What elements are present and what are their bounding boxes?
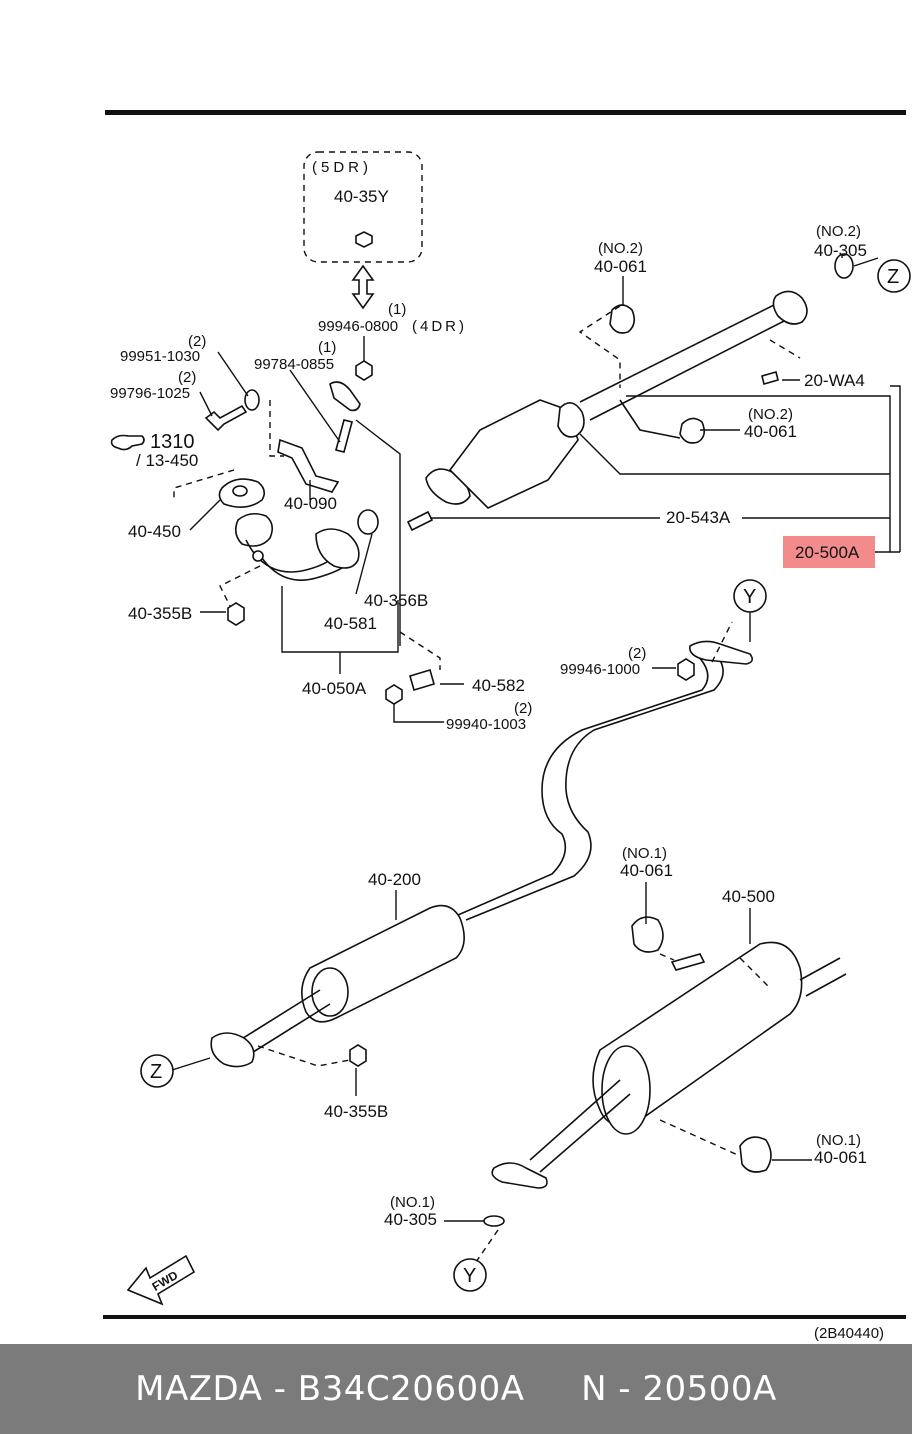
reference-circle-y-top xyxy=(733,579,767,613)
no2-c: (NO.2) xyxy=(748,406,793,423)
label-4dr: (4DR) xyxy=(412,318,467,335)
label-40-582: 40-582 xyxy=(472,676,525,695)
label-40-050a: 40-050A xyxy=(302,679,367,698)
qty-2-a: (2) xyxy=(188,333,206,350)
label-5dr: (5DR) xyxy=(312,159,372,176)
label-40-305-top: 40-305 xyxy=(814,241,867,260)
label-40-355b-bottom: 40-355B xyxy=(324,1102,388,1121)
fwd-arrow-icon xyxy=(126,1254,196,1306)
nut-icon-99940 xyxy=(385,684,403,705)
label-40-061-a: 40-061 xyxy=(594,257,647,276)
reference-circle-z-bottom xyxy=(140,1054,174,1088)
label-40-090: 40-090 xyxy=(284,494,337,513)
label-40-500: 40-500 xyxy=(722,887,775,906)
circle-z-bottom-label: Z xyxy=(150,1061,162,1083)
diagram-code: (2B40440) xyxy=(814,1325,884,1342)
exhaust-system-diagram: (5DR) 40-35Y (1) 99946-0800 (4DR) (2) 99… xyxy=(103,110,911,1342)
circle-z-top-label: Z xyxy=(887,266,899,288)
no2-b: (NO.2) xyxy=(816,223,861,240)
bracket-40-090 xyxy=(277,438,340,493)
washer-icon-99951 xyxy=(244,389,260,411)
label-40-061-c: 40-061 xyxy=(620,861,673,880)
label-99784-0855: 99784-0855 xyxy=(254,356,334,373)
hanger-icon-40-061-a xyxy=(609,304,636,334)
highlight-box-20-500a xyxy=(783,536,875,568)
label-40-305-bottom: 40-305 xyxy=(384,1210,437,1229)
qty-2-d: (2) xyxy=(628,645,646,662)
hanger-icon-40-061-b xyxy=(679,417,706,444)
no2-a: (NO.2) xyxy=(598,240,643,257)
nut-icon-40-355b-top xyxy=(227,602,245,626)
front-pipe-drawing xyxy=(234,509,379,581)
hanger-icon-40-061-d xyxy=(739,1136,772,1173)
nut-icon-40-355b-bottom xyxy=(349,1044,367,1067)
nut-icon-99946-0800 xyxy=(355,360,373,381)
bolt-icon-20-wa4 xyxy=(761,371,779,385)
label-40-581: 40-581 xyxy=(324,614,377,633)
label-20-500a: 20-500A xyxy=(795,543,860,562)
circle-y-bottom-label: Y xyxy=(463,1265,476,1287)
nut-icon-99946-1000 xyxy=(677,658,695,681)
label-99796-1025: 99796-1025 xyxy=(110,385,190,402)
main-muffler-drawing xyxy=(491,941,847,1189)
label-99946-1000: 99946-1000 xyxy=(560,661,640,678)
label-40-200: 40-200 xyxy=(368,870,421,889)
spring-icon-40-582 xyxy=(409,669,435,691)
variant-5dr-box xyxy=(303,151,423,263)
clamp-icon xyxy=(329,381,361,412)
part-number-footer: MAZDA - B34C20600A N - 20500A xyxy=(0,1344,912,1434)
bracket-icon xyxy=(619,399,681,439)
bolt-icon-99796 xyxy=(204,404,248,432)
footer-text: MAZDA - B34C20600A N - 20500A xyxy=(135,1369,777,1409)
no1-c: (NO.1) xyxy=(390,1194,435,1211)
qty-2-c: (2) xyxy=(514,700,532,717)
nut-icon-40-35y xyxy=(355,231,373,248)
bottom-border-line xyxy=(103,1315,906,1319)
flange-40-450 xyxy=(218,478,266,508)
hanger-icon-40-061-c xyxy=(631,916,664,953)
label-40-450: 40-450 xyxy=(128,522,181,541)
reference-circle-z-top xyxy=(877,259,911,293)
qty-1-a: (1) xyxy=(388,301,406,318)
no1-b: (NO.1) xyxy=(816,1132,861,1149)
leader-lines xyxy=(171,254,901,1222)
dashed-guides xyxy=(173,305,801,1263)
label-40-061-b: 40-061 xyxy=(744,422,797,441)
ref-13-450: / 13-450 xyxy=(136,451,198,470)
label-20-543a: 20-543A xyxy=(666,508,731,527)
no1-a: (NO.1) xyxy=(622,845,667,862)
top-border-line xyxy=(105,110,906,115)
double-arrow-icon xyxy=(351,264,375,310)
label-40-35y: 40-35Y xyxy=(334,187,389,206)
catalytic-converter-drawing xyxy=(425,290,808,509)
muffler-stud-icon xyxy=(670,953,706,971)
center-pipe-drawing xyxy=(210,640,754,1068)
label-99940-1003: 99940-1003 xyxy=(446,716,526,733)
gasket-icon-40-305-top xyxy=(834,253,854,279)
label-40-355b-top: 40-355B xyxy=(128,604,192,623)
stud-icon-20-543a xyxy=(406,510,434,532)
gasket-icon-40-305-bottom xyxy=(483,1215,505,1227)
ref-1310: 1310 xyxy=(150,431,195,453)
stud-icon-99784 xyxy=(335,419,353,453)
circle-y-top-label: Y xyxy=(743,586,756,608)
reference-circle-y-bottom xyxy=(453,1258,487,1292)
label-20-wa4: 20-WA4 xyxy=(804,371,865,390)
qty-1-b: (1) xyxy=(318,339,336,356)
qty-2-b: (2) xyxy=(178,369,196,386)
pointing-hand-icon xyxy=(110,434,145,451)
label-99951-1030: 99951-1030 xyxy=(120,348,200,365)
label-40-061-d: 40-061 xyxy=(814,1148,867,1167)
label-40-356b: 40-356B xyxy=(364,591,428,610)
label-99946-0800: 99946-0800 xyxy=(318,318,398,335)
